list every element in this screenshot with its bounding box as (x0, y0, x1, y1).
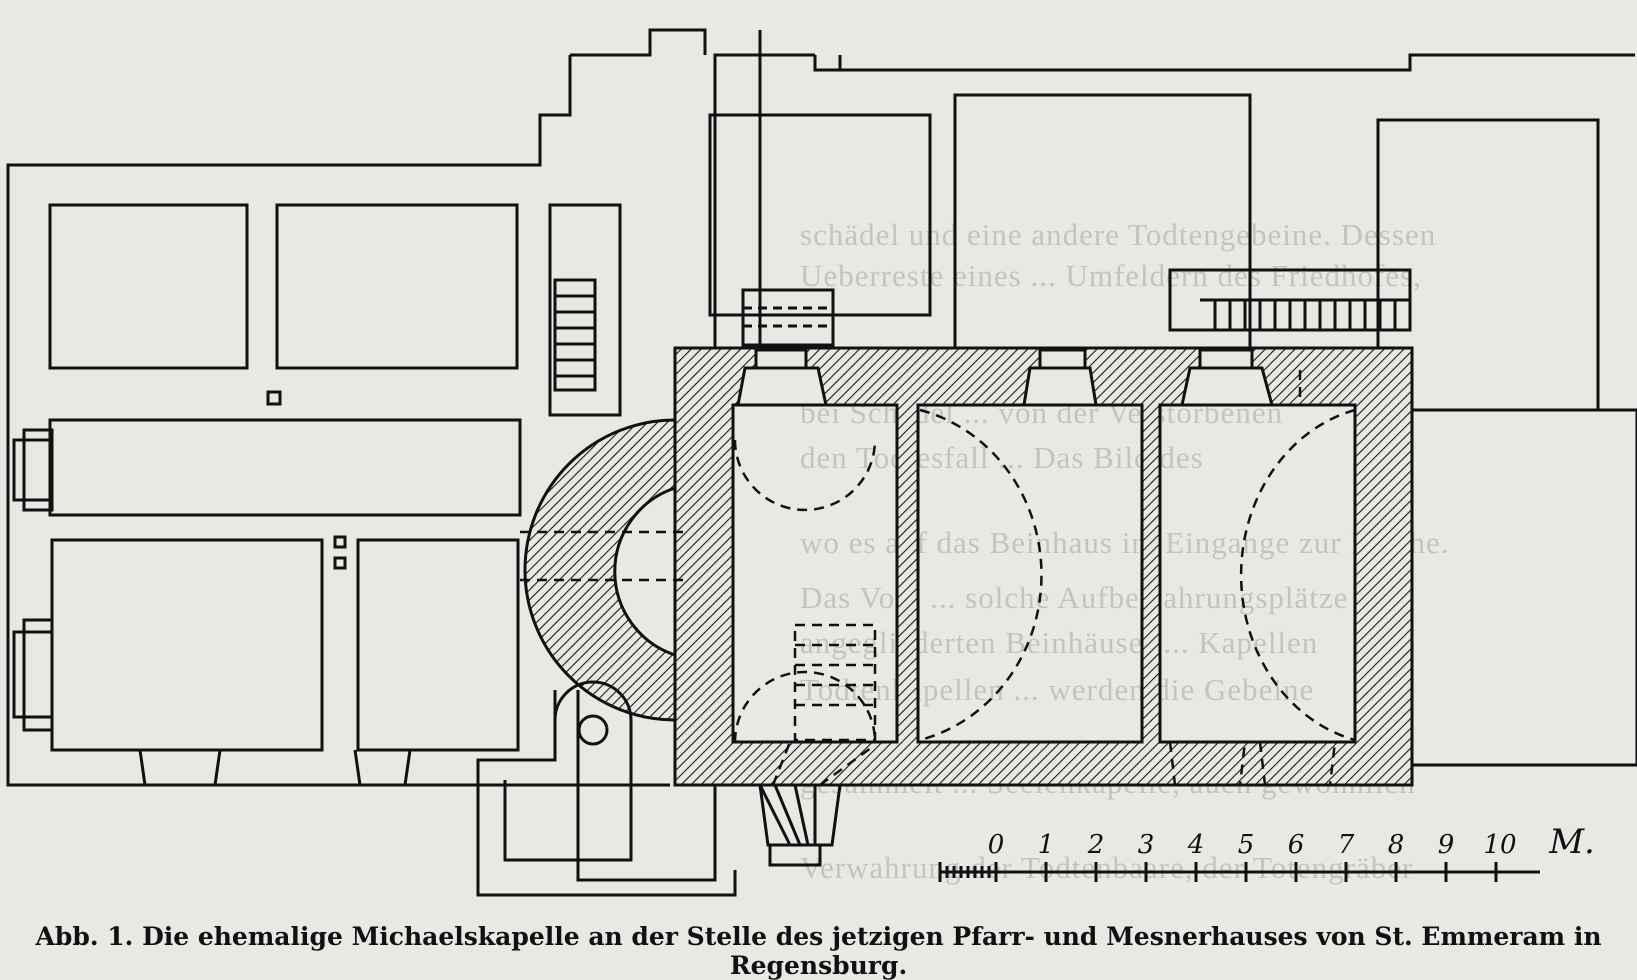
scale-label-6: 6 (1288, 830, 1305, 860)
background-text-line: schädel und eine andere Todtengebeine. D… (800, 217, 1437, 252)
right-building (741, 53, 1637, 767)
scale-label-0: 0 (988, 830, 1005, 860)
scale-label-1: 1 (1038, 830, 1055, 860)
spiral-stair (476, 680, 842, 897)
room-right-top-a (953, 93, 1252, 352)
scale-label-9: 9 (1438, 830, 1455, 860)
background-text-line: den Todtesfall ... Das Bild des (800, 440, 1204, 475)
scale-unit-label: M. (1548, 822, 1595, 862)
room-right-bottom (1410, 408, 1637, 767)
stair-well-left (548, 203, 622, 417)
background-text-line: Todtenkapellen ... werden die Gebeine (800, 672, 1315, 707)
figure-caption: Abb. 1. Die ehemalige Michaelskapelle an… (35, 922, 1602, 980)
scale-label-5: 5 (1238, 830, 1255, 860)
scale-label-3: 3 (1138, 830, 1155, 860)
left-building (6, 28, 932, 787)
scale-labels: 0 1 2 3 4 5 6 7 8 9 10 M. (988, 822, 1595, 862)
background-text-line: Verwahrung der Todtenbaare, der Totengrä… (800, 850, 1414, 885)
floor-plan: 0 1 2 3 4 5 6 7 8 9 10 M. (6, 28, 1637, 897)
background-text-line: Ueberreste eines ... Umfeldern des Fried… (800, 258, 1422, 293)
room-left-top-b (275, 203, 519, 370)
scale-label-8: 8 (1388, 830, 1405, 860)
room-left-bottom-a (50, 538, 324, 752)
vault-lines (520, 370, 1356, 787)
scale-label-7: 7 (1338, 830, 1355, 860)
room-left-top-a (48, 203, 249, 370)
scale-label-4: 4 (1187, 830, 1205, 860)
background-text-line: Das Volk ... solche Aufbewahrungsplätze (800, 580, 1349, 615)
scale-bar (938, 862, 1540, 882)
room-left-bottom-b (356, 538, 520, 752)
corridor (48, 418, 522, 517)
scale-label-10: 10 (1483, 830, 1516, 860)
chapel-walls (523, 346, 1414, 787)
background-text-line: angegliederten Beinhäuser ... Kapellen (800, 625, 1319, 660)
scale-label-2: 2 (1087, 830, 1105, 860)
